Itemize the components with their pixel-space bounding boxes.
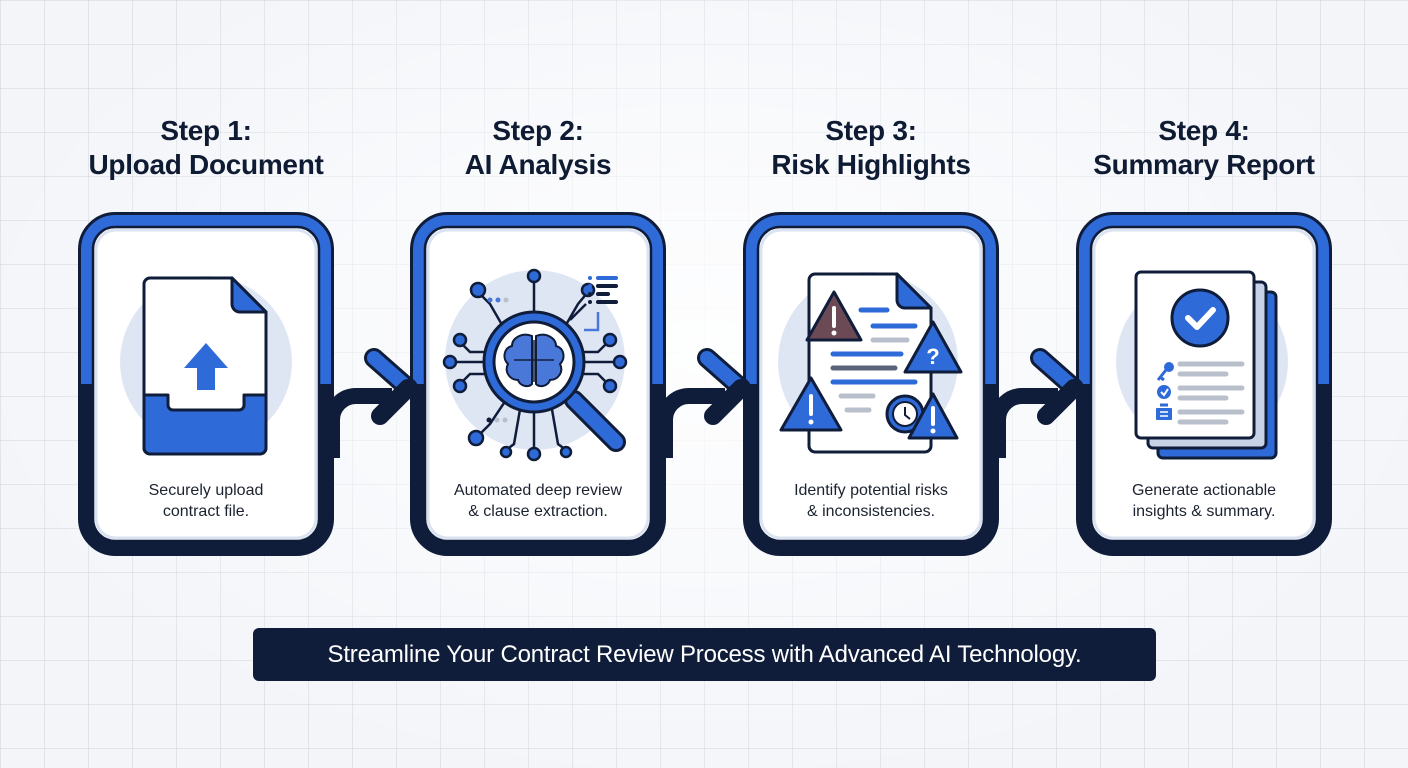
clock-icon <box>885 394 925 434</box>
check-circle-small-icon <box>1157 385 1171 399</box>
warning-triangle-red <box>805 290 863 342</box>
key-icon <box>1156 362 1174 382</box>
step-3-desc-line1: Identify potential risks <box>794 482 948 499</box>
step-2-desc-line2: & clause extraction. <box>468 503 608 520</box>
step-3-title: Risk Highlights <box>771 149 971 180</box>
step-2-title: AI Analysis <box>464 149 612 180</box>
warning-triangle-right <box>907 392 959 440</box>
upload-document-icon <box>120 276 292 456</box>
step-4-title: Summary Report <box>1093 149 1315 180</box>
step-3-description: Identify potential risks & inconsistenci… <box>743 480 999 522</box>
arrow-connector-1-2 <box>324 348 418 458</box>
step-2-description: Automated deep review & clause extractio… <box>410 480 666 522</box>
svg-text:?: ? <box>926 344 939 369</box>
step-3-desc-line2: & inconsistencies. <box>806 503 936 520</box>
step-2-label: Step 2: <box>492 115 584 146</box>
brain-icon <box>503 333 565 388</box>
step-2-desc-line1: Automated deep review <box>453 482 623 499</box>
step-4-card: Generate actionable insights & summary. <box>1076 212 1332 556</box>
step-1-card: Securely upload contract file. <box>78 212 334 556</box>
step-4-description: Generate actionable insights & summary. <box>1076 480 1332 522</box>
arrow-connector-2-3 <box>657 348 751 458</box>
question-triangle: ? <box>903 320 963 374</box>
arrow-connector-3-4 <box>990 348 1084 458</box>
step-4-desc-line1: Generate actionable <box>1131 482 1277 499</box>
step-4-label: Step 4: <box>1158 115 1250 146</box>
step-1-desc-line1: Securely upload <box>148 482 264 499</box>
step-1-title: Upload Document <box>88 149 324 180</box>
step-4-desc-line2: insights & summary. <box>1132 503 1276 520</box>
step-3-card: ? Identify potential risks & inconsisten… <box>743 212 999 556</box>
step-2-card: Automated deep review & clause extractio… <box>410 212 666 556</box>
ai-brain-magnifier-icon <box>442 268 628 462</box>
summary-report-check-icon <box>1116 270 1288 460</box>
briefcase-icon <box>1156 403 1172 420</box>
step-1-description: Securely upload contract file. <box>78 480 334 522</box>
step-1-label: Step 1: <box>160 115 252 146</box>
warning-triangle-left <box>779 376 843 432</box>
tagline-banner: Streamline Your Contract Review Process … <box>253 628 1156 681</box>
step-1-desc-line2: contract file. <box>162 503 250 520</box>
risk-warning-document-icon: ? <box>778 272 963 454</box>
step-3-label: Step 3: <box>825 115 917 146</box>
